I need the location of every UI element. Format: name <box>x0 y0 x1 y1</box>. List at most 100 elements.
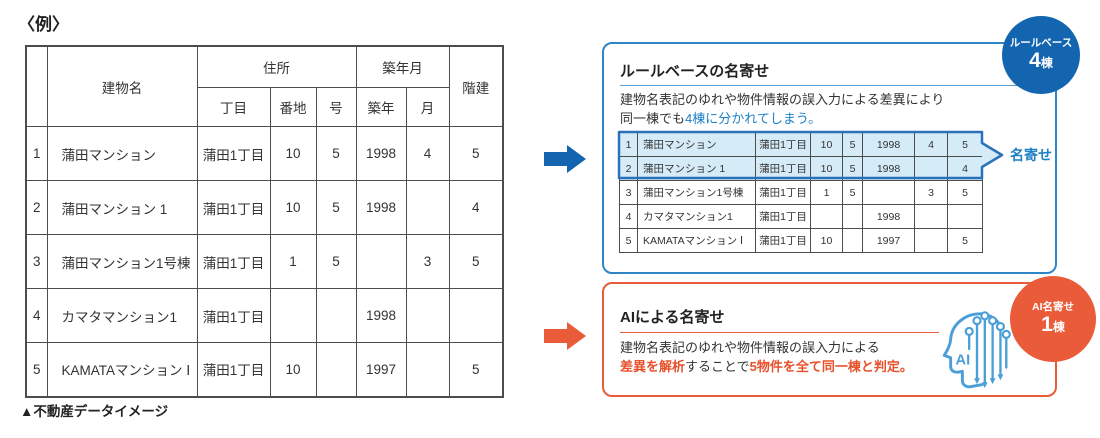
badge-label: ルールベース <box>1009 36 1073 49</box>
header-year: 築年 <box>355 87 407 127</box>
cell-name: 蒲田マンション <box>46 126 198 181</box>
merge-label: 名寄せ <box>1010 147 1052 163</box>
header-month: 月 <box>405 87 450 127</box>
cell-chome: 蒲田1丁目 <box>755 228 811 253</box>
cell-no: 5 <box>619 228 638 253</box>
cell-name: 蒲田マンション1号棟 <box>46 234 198 289</box>
cell-no: 1 <box>25 126 48 181</box>
cell-chome: 蒲田1丁目 <box>755 156 811 181</box>
ai-description: 建物名表記のゆれや物件情報の誤入力による 差異を解析することで5物件を全て同一棟… <box>620 338 913 376</box>
ai-count-badge: AI名寄せ 1棟 <box>1010 276 1096 362</box>
desc-line2-blue: 4棟に分かれてしまう。 <box>685 110 822 126</box>
cell-chome: 蒲田1丁目 <box>196 180 271 235</box>
cell-month <box>914 204 948 229</box>
cell-go <box>842 204 863 229</box>
cell-chome: 蒲田1丁目 <box>196 342 271 397</box>
cell-no: 3 <box>619 180 638 205</box>
cell-name: KAMATAマンション Ⅰ <box>46 342 198 397</box>
cell-go: 5 <box>315 126 357 181</box>
rule-based-title: ルールベースの名寄せ <box>620 63 770 80</box>
desc-line2-orange2: 5物件を全て同一棟と判定。 <box>749 359 913 374</box>
cell-banchi: 10 <box>810 132 843 157</box>
cell-banchi: 1 <box>269 234 317 289</box>
desc-line2-orange1: 差異を解析 <box>620 359 686 374</box>
cell-year: 1997 <box>355 342 407 397</box>
badge-count: 4棟 <box>1029 49 1053 74</box>
cell-chome: 蒲田1丁目 <box>196 234 271 289</box>
header-row-group: 建物名 住所 築年月 階建 <box>25 45 504 127</box>
badge-count: 1棟 <box>1041 312 1065 338</box>
cell-year: 1998 <box>355 180 407 235</box>
desc-line2-black: することで <box>685 359 750 374</box>
header-building-name: 建物名 <box>46 45 198 127</box>
title-underline <box>620 332 939 333</box>
header-floors: 階建 <box>448 45 504 127</box>
header-row-sub: 丁目 番地 号 築年 月 <box>26 87 503 127</box>
cell-banchi <box>269 288 317 343</box>
cell-floors: 4 <box>448 180 504 235</box>
cell-banchi: 10 <box>810 156 843 181</box>
cell-name: カマタマンション1 <box>637 204 756 229</box>
cell-go: 5 <box>842 132 863 157</box>
cell-floors: 5 <box>448 234 504 289</box>
cell-banchi: 10 <box>269 180 317 235</box>
cell-banchi: 1 <box>810 180 843 205</box>
cell-month <box>914 156 948 181</box>
cell-floors: 5 <box>947 132 983 157</box>
cell-month: 3 <box>405 234 450 289</box>
title-underline <box>620 85 1037 86</box>
header-row-number <box>25 45 48 127</box>
badge-unit: 棟 <box>1052 319 1065 334</box>
rule-based-count-badge: ルールベース 4棟 <box>1002 16 1080 94</box>
desc-line1: 建物名表記のゆれや物件情報の誤入力による差異により <box>620 92 945 107</box>
rule-based-panel: ルールベースの名寄せ 建物名表記のゆれや物件情報の誤入力による差異により 同一棟… <box>602 42 1057 274</box>
cell-name: カマタマンション1 <box>46 288 198 343</box>
cell-no: 5 <box>25 342 48 397</box>
badge-number: 1 <box>1041 312 1053 336</box>
cell-floors: 5 <box>448 342 504 397</box>
cell-floors: 5 <box>947 228 983 253</box>
cell-month <box>405 288 450 343</box>
header-chome: 丁目 <box>196 87 271 127</box>
header-built-group: 築年月 <box>355 45 450 88</box>
cell-year: 1998 <box>355 126 407 181</box>
cell-month: 3 <box>914 180 948 205</box>
cell-floors: 5 <box>947 180 983 205</box>
cell-go <box>315 288 357 343</box>
cell-floors: 4 <box>947 156 983 181</box>
cell-go: 5 <box>315 180 357 235</box>
cell-month: 4 <box>405 126 450 181</box>
cell-chome: 蒲田1丁目 <box>755 204 811 229</box>
cell-go: 5 <box>842 156 863 181</box>
desc-line2-black: 同一棟でも <box>620 110 686 126</box>
cell-chome: 蒲田1丁目 <box>196 126 271 181</box>
cell-year <box>862 180 915 205</box>
cell-chome: 蒲田1丁目 <box>755 132 811 157</box>
example-label: 〈例〉 <box>18 15 69 34</box>
cell-no: 3 <box>25 234 48 289</box>
cell-no: 1 <box>619 132 638 157</box>
header-address-group: 住所 <box>196 45 357 88</box>
arrow-right-orange-icon <box>544 322 586 350</box>
ai-icon-label: AI <box>956 353 971 369</box>
header-banchi: 番地 <box>269 87 317 127</box>
cell-floors: 5 <box>448 126 504 181</box>
cell-banchi: 10 <box>269 126 317 181</box>
cell-year: 1998 <box>355 288 407 343</box>
cell-chome: 蒲田1丁目 <box>196 288 271 343</box>
cell-no: 2 <box>25 180 48 235</box>
cell-banchi <box>810 204 843 229</box>
cell-go <box>842 228 863 253</box>
cell-chome: 蒲田1丁目 <box>755 180 811 205</box>
